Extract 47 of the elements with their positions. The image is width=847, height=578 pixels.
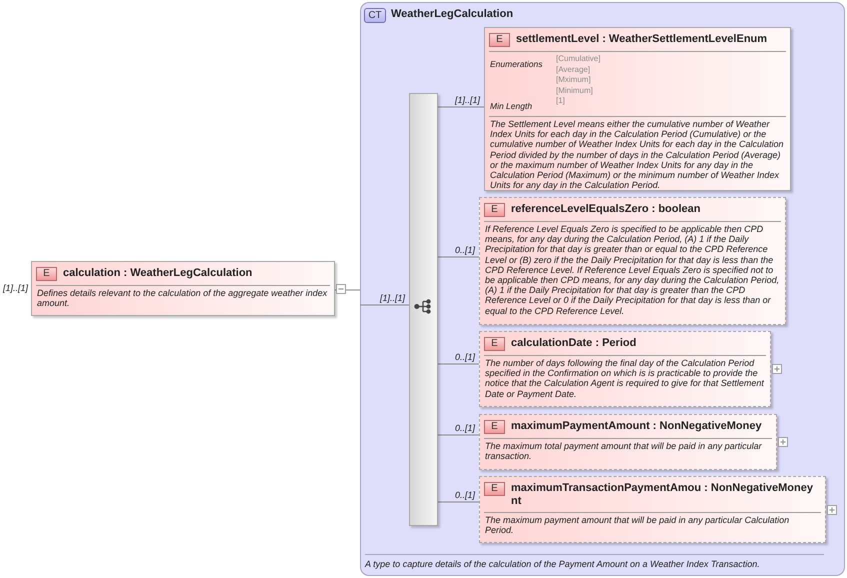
element-box — [479, 476, 826, 543]
element-name: referenceLevelEqualsZero : boolean — [511, 203, 701, 216]
sequence-bar — [409, 93, 438, 526]
property-label: Min Length — [490, 101, 532, 111]
type-name: WeatherLegCalculation — [391, 8, 514, 21]
property-value: [Minimum] — [556, 86, 593, 96]
element-badge: E — [484, 203, 505, 217]
element-name: maximumTransactionPaymentAmou : NonNegativeMoney nt — [511, 482, 814, 508]
property-value: [Mximum] — [556, 75, 591, 86]
element-description: The Settlement Level means either the cumulative number of Weather Index Units for each day in the Calculation Period (Cumulative) or the cumulative number of Weather Index Units for each day in the Calculation Period divided by the number of days in the Calculation Period (Average) or the maximum number of Weather Index Units for any day in the Calculation Period (Maximum) or the minimum number of Weather Index Units for any day in the Calculation Period. — [489, 119, 784, 190]
element-box — [479, 414, 777, 470]
connector-line — [438, 256, 480, 258]
element-name: calculation : WeatherLegCalculation — [63, 267, 252, 280]
element-description: If Reference Level Equals Zero is specified to be applicable then CPD means, for any day during the Calculation Period, (A) 1 if the Daily Precipitation for that day is greater than or equal to the CPD Reference Level or (B) zero if the the Daily Precipitation for that day is less than the CPD Reference Level. If Reference Level Equals Zero is specified not to be applicable then CPD means, for any day during the Calculation Period, (A) 1 if the Daily Precipitation for that day is greater than the CPD Reference Level or 0 if the Daily Precipitation for that day is less than or equal to the CPD Reference Level. — [484, 224, 780, 316]
property-label: Enumerations — [490, 59, 542, 69]
multiplicity-label: 0..[1] — [454, 245, 475, 256]
multiplicity-label: 0..[1] — [454, 352, 475, 363]
element-name: settlementLevel : WeatherSettlementLevelEnum — [516, 33, 768, 46]
connector-line — [360, 304, 410, 306]
complex-type-box — [360, 2, 845, 576]
element-badge: E — [484, 420, 505, 434]
element-description: The maximum total payment amount that will be paid in any particular transaction. — [484, 441, 763, 462]
connector-line — [438, 106, 484, 108]
connector-line — [438, 434, 480, 436]
element-badge: E — [489, 33, 510, 47]
element-box — [479, 197, 786, 325]
element-box — [484, 27, 791, 191]
property-value: [1] — [556, 96, 565, 106]
multiplicity-label: 0..[1] — [454, 490, 475, 501]
element-badge: E — [484, 337, 505, 351]
multiplicity-label: [1]..[1] — [380, 293, 405, 304]
property-value: [Average] — [556, 64, 590, 75]
element-badge: E — [484, 482, 505, 496]
element-description: Defines details relevant to the calculation of the aggregate weather index amount. — [36, 288, 328, 308]
multiplicity-label: [1]..[1] — [2, 282, 28, 294]
element-badge: E — [36, 267, 57, 281]
element-description: The number of days following the final day of the Calculation Period specified in the Confirmation on which is is practicable to provide the notice that the Calculation Agent is required to give for that Settlement Date or Payment Date. — [484, 358, 766, 399]
type-description: A type to capture details of the calculation of the Payment Amount on a Weather Index Transaction. — [365, 559, 760, 570]
element-name: maximumPaymentAmount : NonNegativeMoney — [511, 420, 762, 433]
element-box — [479, 331, 771, 407]
multiplicity-label: 0..[1] — [454, 423, 475, 434]
multiplicity-label: [1]..[1] — [454, 95, 480, 106]
element-description: The maximum payment amount that will be paid in any particular Calculation Period. — [484, 515, 790, 536]
element-name: calculationDate : Period — [511, 337, 636, 350]
property-value: [Cumulative] — [556, 54, 600, 64]
element-box — [31, 261, 335, 316]
type-badge: CT — [364, 8, 386, 23]
